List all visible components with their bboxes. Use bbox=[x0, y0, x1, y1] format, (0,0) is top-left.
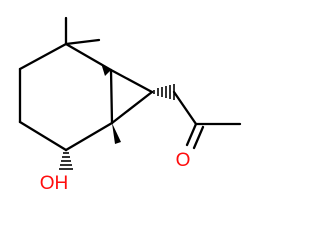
bond-ch2-ketone bbox=[172, 90, 198, 126]
bond-c7-c1 bbox=[110, 90, 154, 125]
wedge-bond-c6 bbox=[101, 63, 111, 76]
hashed-bond-c2-oh bbox=[59, 152, 73, 170]
bond-c6-c7 bbox=[109, 68, 154, 94]
wedge-bond-c1-methyl bbox=[112, 123, 121, 144]
bond-carbonyl-1 bbox=[185, 122, 198, 147]
bond-c2-c1 bbox=[64, 121, 114, 152]
bond-c5-c4 bbox=[18, 42, 68, 71]
bond-c3-c2 bbox=[18, 120, 68, 152]
ketone-oxygen-label: O bbox=[176, 150, 191, 171]
bond-carbonyl-2 bbox=[192, 125, 205, 150]
hashed-bond-c7-sidechain bbox=[153, 84, 175, 100]
hydroxyl-label: OH bbox=[40, 173, 69, 194]
bond-c1-c6 bbox=[109, 68, 114, 125]
molecule-drawing: OH O bbox=[18, 16, 242, 194]
bond-c5-methyl-right bbox=[64, 38, 101, 46]
structure-diagram: OH O bbox=[18, 16, 242, 194]
